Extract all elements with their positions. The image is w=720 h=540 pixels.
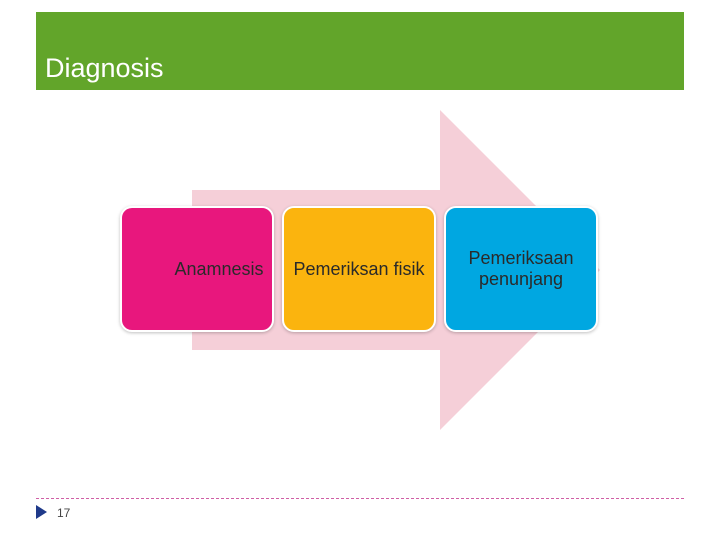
title-bar: Diagnosis: [36, 12, 684, 90]
step-label: Pemeriksaan penunjang: [468, 248, 574, 289]
slide-title: Diagnosis: [45, 53, 164, 83]
step-box-pemeriksan-fisik: Pemeriksan fisik: [282, 206, 436, 332]
triangle-bullet-icon: [36, 505, 47, 519]
step-box-pemeriksaan-penunjang: Pemeriksaan penunjang: [444, 206, 598, 332]
step-label: Anamnesis: [174, 258, 264, 279]
step-label: Pemeriksan fisik: [293, 258, 425, 279]
page-number: 17: [57, 506, 71, 520]
step-box-anamnesis: Anamnesis: [120, 206, 274, 332]
footer-divider: [36, 498, 684, 499]
